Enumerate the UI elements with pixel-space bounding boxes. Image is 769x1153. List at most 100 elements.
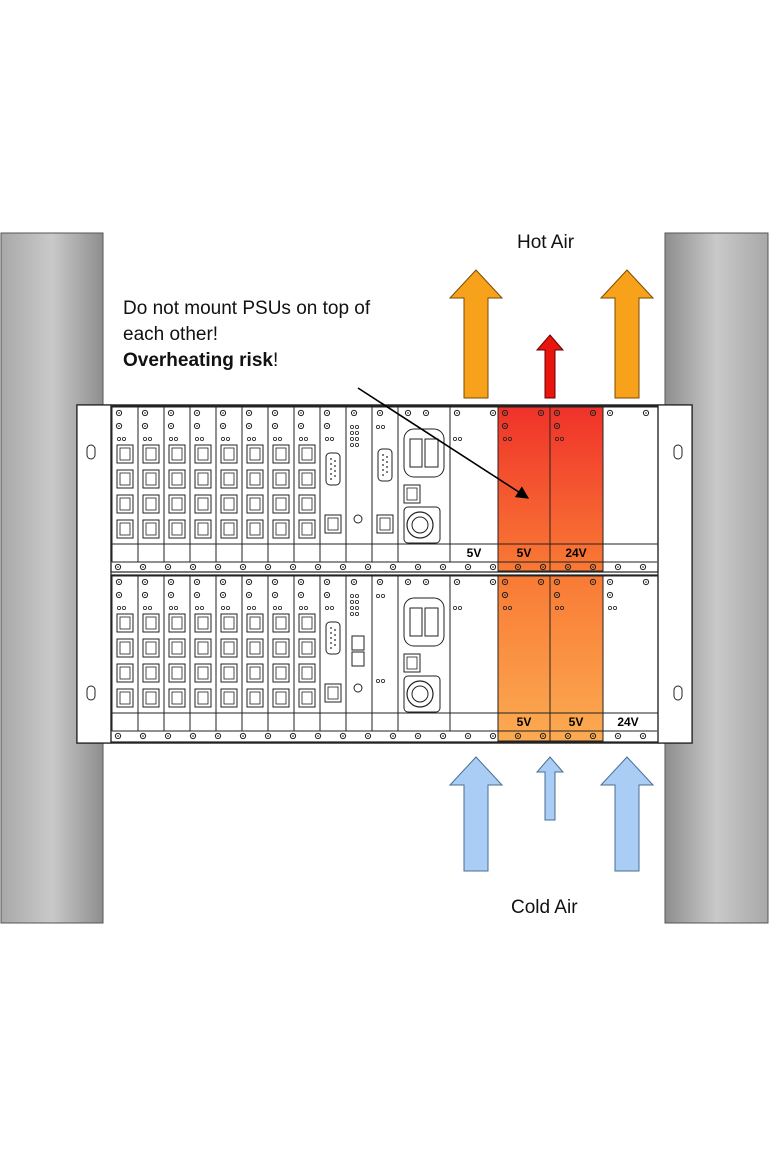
screw-icon [453, 578, 461, 586]
db9-connector-icon [334, 465, 336, 467]
screw-icon [442, 566, 444, 568]
rj45-port-icon [119, 641, 131, 655]
screw-icon [540, 412, 542, 414]
screw-icon [196, 425, 198, 427]
screw-icon [192, 735, 194, 737]
led-icon [220, 606, 225, 611]
screw-icon [353, 412, 355, 414]
db9-connector-icon [382, 464, 384, 466]
rj45-port-icon [119, 472, 131, 486]
screw-icon [245, 422, 253, 430]
rj45-port-icon [168, 663, 186, 683]
screw-icon [141, 578, 149, 586]
rj45-port-icon [197, 497, 209, 511]
cold-air-arrow-right [599, 756, 655, 872]
screw-icon [271, 422, 279, 430]
db9-connector-icon [382, 469, 384, 471]
screw-icon [323, 409, 331, 417]
sfp-port-icon [351, 651, 365, 667]
rj45-port-icon [272, 663, 290, 683]
screw-icon [142, 735, 144, 737]
screw-icon [556, 594, 558, 596]
hot-air-arrow-right [599, 269, 655, 399]
screw-icon [274, 581, 276, 583]
led-icon [199, 606, 204, 611]
screw-icon [142, 566, 144, 568]
rj45-port-icon [246, 519, 264, 539]
rj45-port-icon [249, 497, 261, 511]
power-inlet-icon [409, 438, 423, 468]
screw-icon [300, 594, 302, 596]
screw-icon [114, 732, 122, 740]
rj45-port-icon [246, 613, 264, 633]
screw-icon [323, 578, 331, 586]
screw-icon [274, 412, 276, 414]
screw-icon [196, 581, 198, 583]
rj45-port-icon [376, 514, 394, 534]
screw-icon [219, 409, 227, 417]
screw-icon [167, 409, 175, 417]
rj45-port-icon [272, 688, 290, 708]
rj45-port-icon [275, 616, 287, 630]
led-icon [349, 606, 354, 611]
screw-icon [289, 563, 297, 571]
screw-icon [292, 735, 294, 737]
screw-icon [317, 735, 319, 737]
pointer-arrow-icon [357, 387, 530, 499]
db9-connector-icon [386, 461, 388, 463]
screw-icon [504, 594, 506, 596]
screw-icon [317, 566, 319, 568]
rj45-port-icon [249, 522, 261, 536]
db9-connector-icon [330, 478, 332, 480]
screw-icon [379, 412, 381, 414]
rj45-port-icon [145, 522, 157, 536]
rj45-port-icon [246, 469, 264, 489]
ear-right [657, 404, 693, 744]
screw-icon [642, 735, 644, 737]
rj45-port-icon [275, 447, 287, 461]
screw-icon [456, 412, 458, 414]
screw-icon [115, 578, 123, 586]
screw-icon [300, 425, 302, 427]
screw-icon [219, 422, 227, 430]
led-icon [452, 606, 457, 611]
screw-icon [542, 566, 544, 568]
led-icon [329, 606, 334, 611]
screw-icon [389, 732, 397, 740]
screw-icon [367, 735, 369, 737]
screw-icon [467, 735, 469, 737]
screw-icon [464, 563, 472, 571]
psu-bottom-1-voltage: 5V [516, 715, 532, 729]
cold-air-arrow-small [535, 756, 565, 821]
screw-icon [609, 412, 611, 414]
screw-icon [376, 409, 384, 417]
rj45-port-icon [171, 641, 183, 655]
screw-icon [392, 566, 394, 568]
rj45-port-icon [246, 494, 264, 514]
screw-icon [606, 578, 614, 586]
rj45-port-icon [197, 641, 209, 655]
rj45-port-icon [220, 688, 238, 708]
warning-line-1: Do not mount PSUs on top of [123, 298, 371, 319]
rj45-port-icon [116, 638, 134, 658]
led-icon [354, 594, 359, 599]
screw-icon [170, 581, 172, 583]
led-icon [225, 606, 230, 611]
rj45-port-icon [249, 666, 261, 680]
rj45-port-icon [119, 447, 131, 461]
screw-icon [564, 732, 572, 740]
rj45-port-icon [301, 666, 313, 680]
led-icon [349, 424, 354, 429]
rj45-port-icon [220, 469, 238, 489]
led-icon [142, 606, 147, 611]
rj45-port-icon [298, 663, 316, 683]
led-icon [560, 606, 565, 611]
rj45-port-icon [116, 469, 134, 489]
led-icon [507, 436, 512, 441]
screw-icon [467, 566, 469, 568]
screw-icon [404, 578, 412, 586]
rj45-port-icon [327, 517, 339, 531]
rj45-port-icon [119, 691, 131, 705]
screw-icon [114, 563, 122, 571]
led-icon [452, 436, 457, 441]
